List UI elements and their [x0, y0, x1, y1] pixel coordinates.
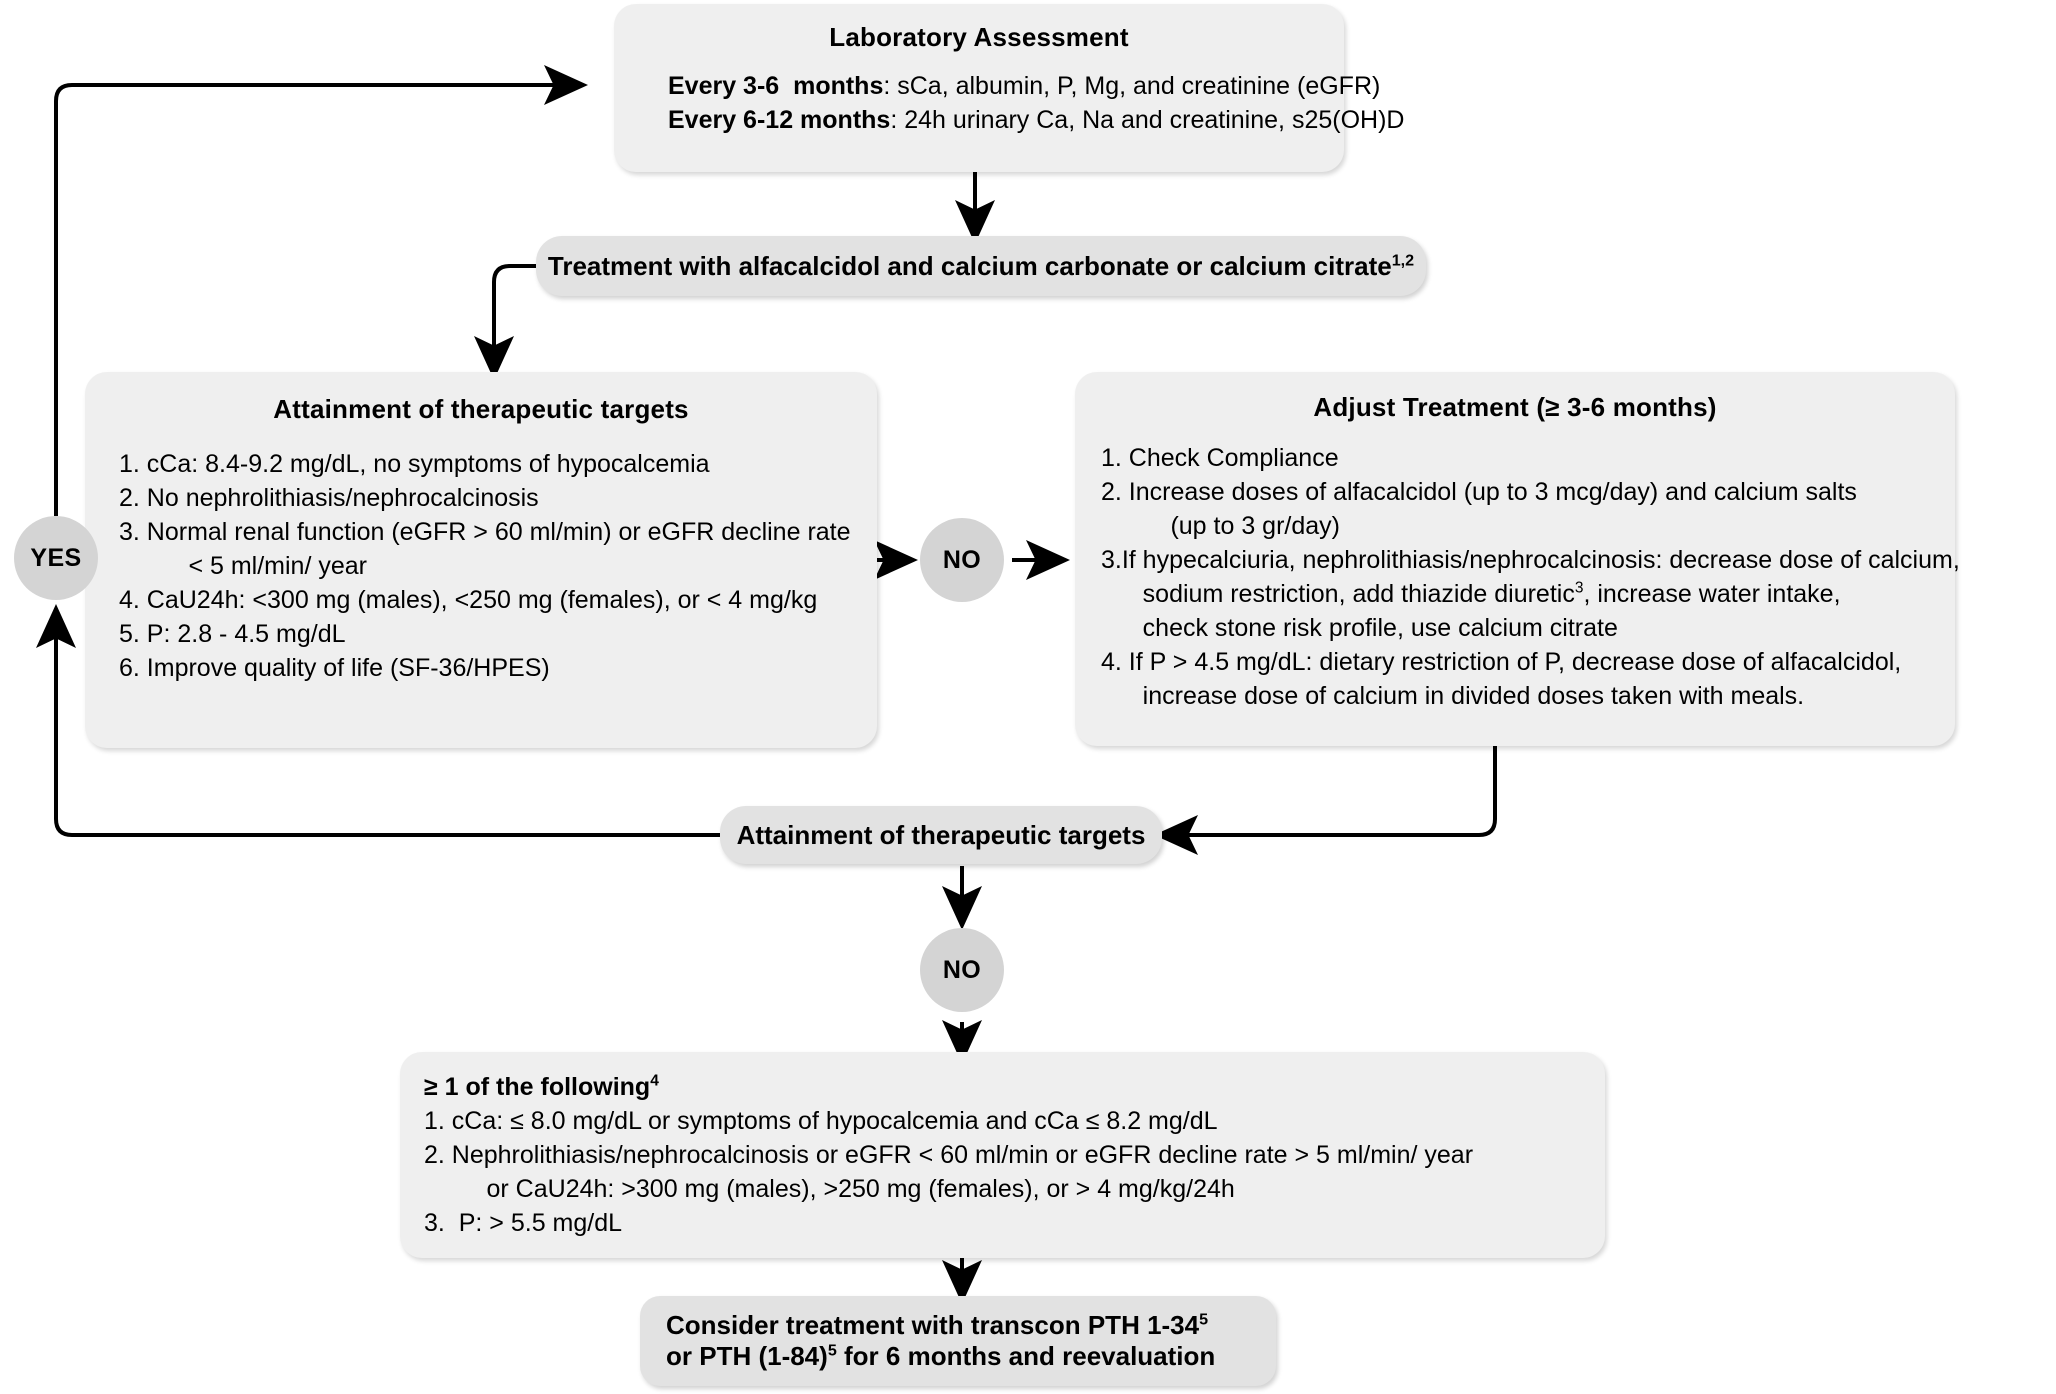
- wire-treatment-to-targets: [474, 264, 536, 380]
- adjust-item: 4. If P > 4.5 mg/dL: dietary restriction…: [1101, 648, 1902, 676]
- criteria-item-cont: or CaU24h: >300 mg (males), >250 mg (fem…: [424, 1175, 1235, 1203]
- target-item: 6. Improve quality of life (SF-36/HPES): [119, 654, 550, 682]
- target-item: 5. P: 2.8 - 4.5 mg/dL: [119, 620, 346, 648]
- criteria-box: ≥ 1 of the following4 1. cCa: ≤ 8.0 mg/d…: [400, 1052, 1605, 1258]
- adjust-item-cont: (up to 3 gr/day): [1101, 512, 1340, 540]
- lab-row-value: : 24h urinary Ca, Na and creatinine, s25…: [890, 106, 1405, 134]
- treatment-pill-footnote: 1,2: [1391, 250, 1415, 269]
- therapeutic-targets-box: Attainment of therapeutic targets 1. cCa…: [85, 372, 877, 748]
- treatment-pill[interactable]: Treatment with alfacalcidol and calcium …: [536, 236, 1426, 296]
- criteria-item: 1. cCa: ≤ 8.0 mg/dL or symptoms of hypoc…: [424, 1107, 1218, 1135]
- decision-no-bottom[interactable]: NO: [920, 928, 1004, 1012]
- target-item: 3. Normal renal function (eGFR > 60 ml/m…: [119, 518, 851, 546]
- decision-no-right-label: NO: [942, 545, 982, 574]
- thiazide-footnote: 3: [1574, 579, 1584, 597]
- lab-row: Every 3-6 months: sCa, albumin, P, Mg, a…: [668, 69, 1380, 103]
- final-footnote-1: 5: [1199, 1310, 1209, 1329]
- attainment-targets-pill[interactable]: Attainment of therapeutic targets: [720, 806, 1162, 864]
- adjust-item-cont: increase dose of calcium in divided dose…: [1101, 682, 1805, 710]
- target-item-cont: < 5 ml/min/ year: [119, 552, 367, 580]
- decision-yes[interactable]: YES: [14, 516, 98, 600]
- target-item: 1. cCa: 8.4-9.2 mg/dL, no symptoms of hy…: [119, 450, 710, 478]
- decision-no-bottom-label: NO: [942, 955, 982, 984]
- laboratory-assessment-box: Laboratory Assessment Every 3-6 months: …: [614, 4, 1404, 172]
- final-recommendation-pill[interactable]: Consider treatment with transcon PTH 1-3…: [640, 1296, 1276, 1386]
- adjust-item: 2. Increase doses of alfacalcidol (up to…: [1101, 478, 1857, 506]
- target-item: 4. CaU24h: <300 mg (males), <250 mg (fem…: [119, 586, 818, 614]
- decision-no-right[interactable]: NO: [920, 518, 1004, 602]
- criteria-footnote: 4: [650, 1072, 659, 1090]
- target-item: 2. No nephrolithiasis/nephrocalcinosis: [119, 484, 539, 512]
- lab-row: Every 6-12 months: 24h urinary Ca, Na an…: [668, 103, 1404, 137]
- adjust-item-cont: check stone risk profile, use calcium ci…: [1101, 614, 1618, 642]
- attainment-targets-pill-label: Attainment of therapeutic targets: [736, 819, 1146, 850]
- final-recommendation-line1: Consider treatment with transcon PTH 1-3…: [666, 1310, 1209, 1340]
- decision-yes-label: YES: [30, 543, 82, 572]
- adjust-item: 3.If hypecalciuria, nephrolithiasis/neph…: [1101, 546, 1960, 574]
- laboratory-assessment-title: Laboratory Assessment: [829, 22, 1129, 52]
- therapeutic-targets-title: Attainment of therapeutic targets: [273, 394, 689, 424]
- lab-row-label: Every 6-12 months: [668, 106, 891, 134]
- final-recommendation-line2: or PTH (1-84)5 for 6 months and reevalua…: [666, 1341, 1216, 1371]
- adjust-item: 1. Check Compliance: [1101, 444, 1339, 472]
- adjust-treatment-title: Adjust Treatment (≥ 3-6 months): [1313, 392, 1717, 422]
- criteria-heading: ≥ 1 of the following4: [424, 1072, 659, 1101]
- treatment-pill-label: Treatment with alfacalcidol and calcium …: [547, 250, 1415, 281]
- adjust-treatment-box: Adjust Treatment (≥ 3-6 months) 1. Check…: [1075, 372, 1960, 746]
- criteria-item: 2. Nephrolithiasis/nephrocalcinosis or e…: [424, 1141, 1474, 1169]
- adjust-item-cont: sodium restriction, add thiazide diureti…: [1101, 579, 1841, 608]
- wire-adjust-to-midpill: [1154, 746, 1497, 855]
- criteria-item: 3. P: > 5.5 mg/dL: [424, 1209, 623, 1237]
- lab-row-value: : sCa, albumin, P, Mg, and creatinine (e…: [883, 72, 1381, 100]
- lab-row-label: Every 3-6 months: [668, 72, 884, 100]
- final-footnote-2: 5: [827, 1341, 837, 1360]
